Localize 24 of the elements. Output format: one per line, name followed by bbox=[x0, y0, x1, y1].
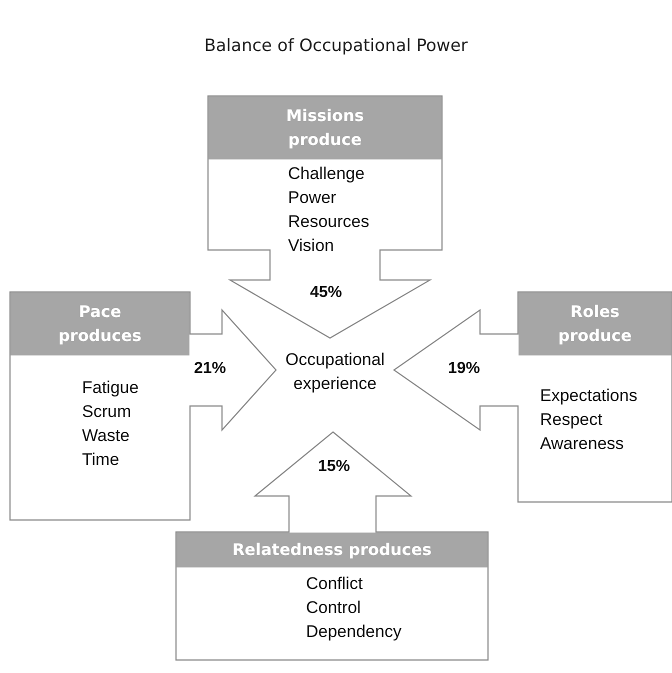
arrow-heading: Pace produces bbox=[57, 301, 143, 347]
percentage-label: 19% bbox=[448, 360, 480, 378]
list-item: Waste bbox=[82, 425, 130, 447]
arrow-heading: Roles produce bbox=[557, 301, 633, 347]
percentage-label: 45% bbox=[310, 284, 342, 302]
percentage-label: 15% bbox=[318, 458, 350, 476]
list-item: Awareness bbox=[540, 433, 624, 455]
list-item: Control bbox=[306, 597, 361, 619]
arrow-heading: Missions produce bbox=[285, 105, 365, 151]
list-item: Challenge bbox=[288, 163, 365, 185]
list-item: Vision bbox=[288, 235, 334, 257]
percentage-label: 21% bbox=[194, 360, 226, 378]
list-item: Conflict bbox=[306, 573, 363, 595]
list-item: Fatigue bbox=[82, 377, 139, 399]
list-item: Dependency bbox=[306, 621, 402, 643]
list-item: Respect bbox=[540, 409, 602, 431]
list-item: Resources bbox=[288, 211, 370, 233]
list-item: Expectations bbox=[540, 385, 638, 407]
arrow-heading: Relatedness produces bbox=[231, 539, 433, 561]
center-label: Occupational experience bbox=[280, 348, 390, 396]
list-item: Power bbox=[288, 187, 336, 209]
list-item: Time bbox=[82, 449, 120, 471]
diagram-title: Balance of Occupational Power bbox=[203, 36, 469, 56]
list-item: Scrum bbox=[82, 401, 132, 423]
